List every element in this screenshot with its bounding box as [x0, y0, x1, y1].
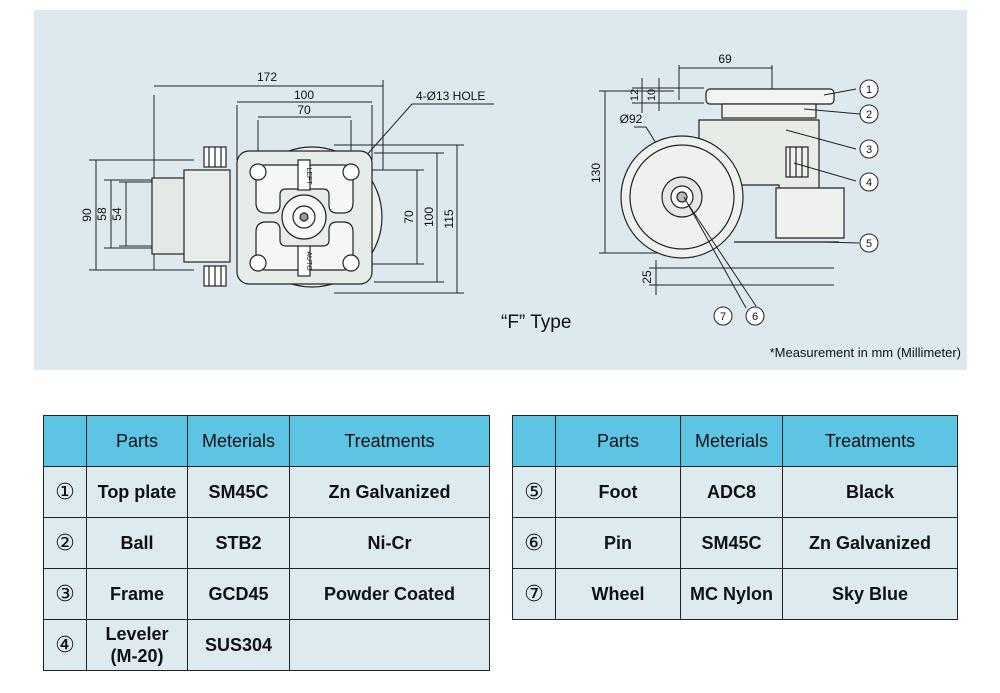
row-number: ② — [43, 517, 87, 569]
table-row: ① Top plate SM45C Zn Galvanized — [43, 466, 490, 518]
dim-58: 58 — [95, 207, 109, 221]
row-treatment: Sky Blue — [782, 568, 958, 620]
header-num — [43, 415, 87, 467]
row-part: Frame — [86, 568, 188, 620]
row-number: ④ — [43, 619, 87, 671]
callout-2: 2 — [866, 109, 872, 121]
row-material: MC Nylon — [680, 568, 783, 620]
row-material: SM45C — [680, 517, 783, 569]
callout-3: 3 — [866, 144, 872, 156]
header-materials: Meterials — [187, 415, 290, 467]
row-treatment: Zn Galvanized — [782, 517, 958, 569]
row-treatment: Black — [782, 466, 958, 518]
callout-7: 7 — [720, 311, 726, 323]
row-part: Ball — [86, 517, 188, 569]
row-number: ⑦ — [512, 568, 556, 620]
row-material: STB2 — [187, 517, 290, 569]
header-parts: Parts — [86, 415, 188, 467]
table-header-row: Parts Meterials Treatments — [512, 415, 958, 467]
dim-12: 12 — [629, 89, 641, 101]
dim-70-h: 70 — [297, 103, 311, 117]
table-row: ⑤ Foot ADC8 Black — [512, 466, 958, 518]
row-number: ① — [43, 466, 87, 518]
parts-table-right: Parts Meterials Treatments ⑤ Foot ADC8 B… — [512, 415, 958, 620]
technical-drawing-panel: LEFT AUTO 172 100 70 4-Ø13 HOLE 90 58 54… — [34, 10, 967, 370]
dim-54: 54 — [110, 207, 124, 221]
row-material: GCD45 — [187, 568, 290, 620]
row-part: Pin — [555, 517, 681, 569]
dim-10: 10 — [646, 89, 658, 101]
plate-text-top: LEFT — [305, 167, 312, 185]
hole-label: 4-Ø13 HOLE — [416, 89, 485, 103]
row-material: SM45C — [187, 466, 290, 518]
table-row: ④ Leveler (M-20) SUS304 — [43, 619, 490, 671]
header-treatments: Treatments — [289, 415, 490, 467]
table-row: ③ Frame GCD45 Powder Coated — [43, 568, 490, 620]
row-treatment: Zn Galvanized — [289, 466, 490, 518]
dim-100-v: 100 — [422, 207, 436, 227]
callout-4: 4 — [866, 177, 872, 189]
dim-92: Ø92 — [620, 112, 643, 126]
dim-70-v: 70 — [402, 210, 416, 224]
row-material: SUS304 — [187, 619, 290, 671]
type-label: “F” Type — [501, 312, 572, 333]
technical-drawing: LEFT AUTO 172 100 70 4-Ø13 HOLE 90 58 54… — [80, 52, 879, 326]
row-number: ③ — [43, 568, 87, 620]
dim-130: 130 — [589, 163, 603, 183]
header-treatments: Treatments — [782, 415, 958, 467]
dim-115: 115 — [442, 209, 456, 228]
header-materials: Meterials — [680, 415, 783, 467]
table-row: ② Ball STB2 Ni-Cr — [43, 517, 490, 569]
dim-90: 90 — [80, 208, 94, 222]
callout-1: 1 — [866, 84, 872, 96]
row-part: Wheel — [555, 568, 681, 620]
row-part: Top plate — [86, 466, 188, 518]
row-material: ADC8 — [680, 466, 783, 518]
table-row: ⑦ Wheel MC Nylon Sky Blue — [512, 568, 958, 620]
header-num — [512, 415, 556, 467]
table-header-row: Parts Meterials Treatments — [43, 415, 490, 467]
callout-5: 5 — [866, 238, 872, 250]
row-treatment — [289, 619, 490, 671]
table-row: ⑥ Pin SM45C Zn Galvanized — [512, 517, 958, 569]
row-part: Leveler (M-20) — [86, 619, 188, 671]
dim-100-h: 100 — [294, 88, 314, 102]
measurement-note: *Measurement in mm (Millimeter) — [769, 345, 961, 360]
dim-69: 69 — [718, 52, 732, 66]
row-treatment: Powder Coated — [289, 568, 490, 620]
parts-table-left: Parts Meterials Treatments ① Top plate S… — [43, 415, 490, 671]
callout-6: 6 — [752, 311, 758, 323]
dim-25: 25 — [640, 270, 654, 284]
row-part: Foot — [555, 466, 681, 518]
header-parts: Parts — [555, 415, 681, 467]
dim-172: 172 — [257, 70, 277, 84]
row-treatment: Ni-Cr — [289, 517, 490, 569]
row-number: ⑥ — [512, 517, 556, 569]
plate-text-bottom: AUTO — [305, 251, 312, 271]
row-number: ⑤ — [512, 466, 556, 518]
